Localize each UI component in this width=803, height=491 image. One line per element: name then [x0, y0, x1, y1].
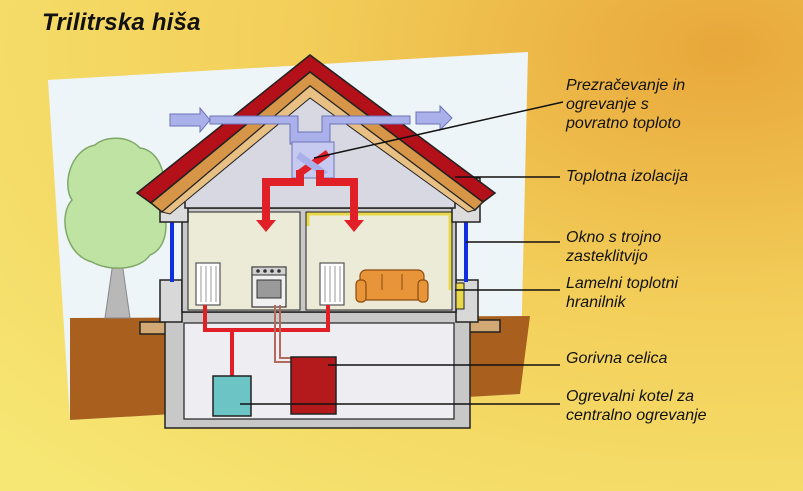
radiator-left	[195, 262, 221, 306]
label-window: Okno s trojno zasteklitvijo	[566, 229, 662, 265]
boiler	[212, 375, 252, 417]
label-boiler: Ogrevalni kotel za centralno ogrevanje	[566, 388, 707, 424]
label-insulation: Toplotna izolacija	[566, 168, 689, 185]
radiator-right	[319, 262, 345, 306]
ground-floor	[159, 207, 479, 323]
label-lamella-storage: Lamelni toplotni hranilnik	[566, 275, 679, 311]
warm-air-ducts	[256, 170, 364, 232]
label-fuel-cell: Gorivna celica	[566, 350, 668, 367]
leader-lines	[240, 101, 564, 405]
label-ventilation: Prezračevanje in ogrevanje s povratno to…	[566, 77, 686, 132]
stove	[251, 266, 287, 308]
heating-pipes	[203, 305, 330, 376]
tree	[64, 137, 167, 319]
roof	[135, 54, 497, 215]
diagram-title: Trilitrska hiša	[42, 9, 201, 36]
sofa	[355, 269, 429, 303]
